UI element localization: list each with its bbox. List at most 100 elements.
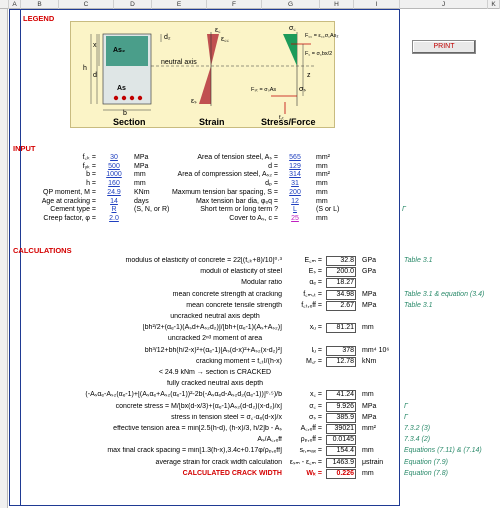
label-x: x — [93, 42, 97, 49]
calc-result: 12.78 — [336, 357, 354, 365]
calc-unit: mm — [362, 447, 374, 455]
input-value-field[interactable]: 1000 — [106, 171, 122, 179]
input-label: Area of tension steel, Aₛ = — [197, 154, 278, 161]
calc-result-box[interactable] — [326, 424, 356, 434]
input-value-field[interactable]: 24.9 — [107, 188, 121, 196]
calc-result-box[interactable] — [326, 278, 356, 289]
label-sigma-s: σₛ — [299, 86, 306, 93]
print-button[interactable]: PRINT — [412, 40, 476, 54]
label-h: h — [83, 65, 87, 72]
calc-result-box[interactable] — [326, 345, 356, 356]
input-value-field[interactable]: 2.0 — [109, 214, 119, 222]
column-header-j[interactable]: J — [400, 0, 488, 9]
legend-diagram — [90, 32, 316, 114]
calc-reference: Equation (7.9) — [404, 458, 448, 466]
input-value-field[interactable]: 160 — [108, 180, 120, 188]
input-label: h = — [86, 180, 96, 188]
calc-reference: Table 3.1 & equation (3.4) — [404, 290, 485, 298]
calc-symbol: αₑ = — [309, 279, 322, 287]
calc-result-box[interactable] — [326, 412, 356, 423]
calc-unit: kNm — [362, 357, 377, 365]
input-unit: MPa — [134, 162, 149, 170]
sheet-divider-left — [20, 9, 21, 506]
calc-symbol: sᵣ,ₘₐₓ = — [299, 447, 322, 455]
row-header-strip[interactable] — [0, 9, 8, 508]
column-header-f[interactable]: F — [207, 0, 262, 9]
column-header-c[interactable]: C — [59, 0, 114, 9]
calc-description: max final crack spacing = min[1.3(h-x),3… — [107, 447, 282, 455]
calc-reference: 7.3.2 (3) — [404, 425, 431, 432]
calc-result-box[interactable] — [326, 289, 356, 300]
calc-result-box[interactable] — [326, 468, 356, 479]
worksheet-frame — [9, 9, 400, 506]
calc-description: mean concrete strength at cracking — [172, 290, 282, 298]
input-value-field[interactable]: 31 — [291, 180, 299, 188]
column-header-b[interactable]: B — [21, 0, 59, 9]
input-value-field[interactable]: 129 — [289, 162, 301, 170]
input-value-field[interactable]: 200 — [289, 188, 301, 196]
input-value-field[interactable]: 30 — [110, 154, 118, 161]
calc-result: 34.98 — [336, 290, 354, 298]
calc-description: uncracked neutral axis depth — [170, 313, 260, 320]
input-value-field[interactable]: 25 — [291, 214, 299, 222]
input-value-field[interactable]: 500 — [108, 162, 120, 170]
input-ref-marker: Γ — [402, 206, 406, 213]
input-value-field[interactable]: L — [293, 206, 297, 214]
input-value-field[interactable]: 565 — [289, 154, 301, 161]
calc-description: effective tension area = min[2.5(h-d), (… — [113, 425, 282, 432]
input-unit: (S, N, or R) — [134, 206, 170, 214]
calc-result-box[interactable] — [326, 401, 356, 412]
column-header-corner[interactable] — [0, 0, 9, 9]
calc-symbol: σ꜀ = — [309, 402, 322, 410]
calc-result: 154.4 — [336, 447, 354, 455]
label-es: εₛ — [191, 98, 197, 105]
calc-symbol: A꜀,ₑff = — [300, 425, 322, 432]
calc-unit: mm — [362, 391, 374, 399]
calc-description: concrete stress = M/[bx(d-x/3)+(αₑ-1)Aₛ₂… — [115, 402, 282, 410]
label-section: Section — [113, 117, 146, 127]
input-label: Cement type = — [50, 206, 96, 214]
input-value-field[interactable]: R — [111, 206, 117, 214]
calc-description: Aₛ/A꜀,ₑff — [257, 436, 282, 444]
input-label: Area of compression steel, Aₛ₂ = — [177, 171, 278, 179]
column-header-e[interactable]: E — [152, 0, 207, 9]
column-header-i[interactable]: I — [354, 0, 400, 9]
label-as2: As₂ — [113, 47, 126, 54]
calc-result-box[interactable] — [326, 457, 356, 468]
calc-description: (-Aₛαₑ-Aₛ₂(αₑ-1)+[(Aₛαₑ+Aₛ₂(αₑ-1))²-2b(-… — [85, 391, 282, 399]
calc-result-box[interactable] — [326, 435, 356, 446]
input-unit: MPa — [134, 154, 149, 161]
strain-compression — [207, 34, 219, 66]
column-header-k[interactable]: K — [488, 0, 500, 9]
stress-block — [283, 34, 297, 66]
calc-description: mean concrete tensile strength — [186, 301, 282, 309]
input-value-field[interactable]: 12 — [291, 197, 299, 205]
compression-zone — [106, 36, 148, 66]
calc-result-box[interactable] — [326, 356, 356, 367]
calc-result: 32.8 — [340, 257, 354, 264]
column-header-a[interactable]: A — [9, 0, 21, 9]
calc-description: < 24.9 kNm → section is CRACKED — [158, 369, 272, 376]
calc-result-box[interactable] — [326, 256, 356, 266]
calc-result-box[interactable] — [326, 390, 356, 401]
label-z: z — [307, 72, 311, 79]
label-b: b — [123, 110, 127, 117]
tension-bar-2 — [121, 95, 127, 101]
input-value-field[interactable]: 314 — [289, 171, 301, 179]
calc-result: 9.926 — [336, 402, 354, 410]
strain-tension — [199, 66, 211, 104]
column-header-h[interactable]: H — [320, 0, 354, 9]
input-label: Short term or long term ? — [200, 206, 278, 214]
calc-result-box[interactable] — [326, 446, 356, 457]
calc-symbol: x꜀ = — [310, 391, 322, 399]
calc-result-box[interactable] — [326, 300, 356, 311]
calc-result-box[interactable] — [326, 323, 356, 334]
column-header-g[interactable]: G — [262, 0, 320, 9]
column-header-d[interactable]: D — [114, 0, 152, 9]
calc-result-box[interactable] — [326, 267, 356, 278]
calc-description: fully cracked neutral axis depth — [166, 380, 264, 388]
calculations-title: CALCULATIONS — [13, 246, 72, 255]
input-value-field[interactable]: 14 — [110, 197, 118, 205]
input-title: INPUT — [13, 144, 36, 153]
calc-result: 385.9 — [336, 413, 354, 421]
